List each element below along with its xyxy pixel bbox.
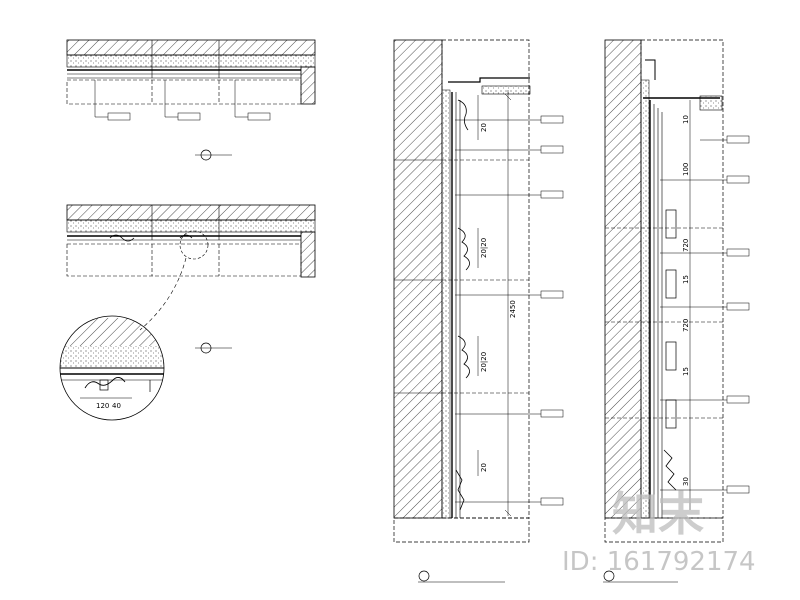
dim-right-10: 10 <box>682 115 690 124</box>
elevation-section-left: 20 20|20 2450 20|20 20 <box>393 39 564 583</box>
dim-right-15-upper: 15 <box>682 275 690 284</box>
leader-tags-left <box>455 115 564 506</box>
detail-dim-40: 40 <box>112 402 121 410</box>
plan-section-top <box>66 39 316 161</box>
dim-left-20-bottom: 20 <box>480 463 488 472</box>
detail-dim-120: 120 <box>96 402 109 410</box>
dim-right-720-lower: 720 <box>682 319 690 332</box>
watermark-logo: 知末 <box>612 487 704 541</box>
elevation-section-right: 10 100 720 15 720 15 30 <box>603 39 750 583</box>
detail-enlargement: 120 40 <box>59 315 165 421</box>
dim-right-720-upper: 720 <box>682 239 690 252</box>
dim-right-30: 30 <box>682 477 690 486</box>
watermark: 知末 ID: 161792174 <box>562 487 756 577</box>
dim-left-20-top: 20 <box>480 123 488 132</box>
dim-right-100: 100 <box>682 163 690 176</box>
plan-section-bottom <box>66 204 316 354</box>
leader-tags-right <box>660 135 750 494</box>
dim-left-20-20-lower: 20|20 <box>480 352 488 372</box>
dim-right-15-lower: 15 <box>682 367 690 376</box>
dim-left-20-20-upper: 20|20 <box>480 238 488 258</box>
dim-left-2450: 2450 <box>509 300 517 318</box>
watermark-id: ID: 161792174 <box>562 547 756 577</box>
